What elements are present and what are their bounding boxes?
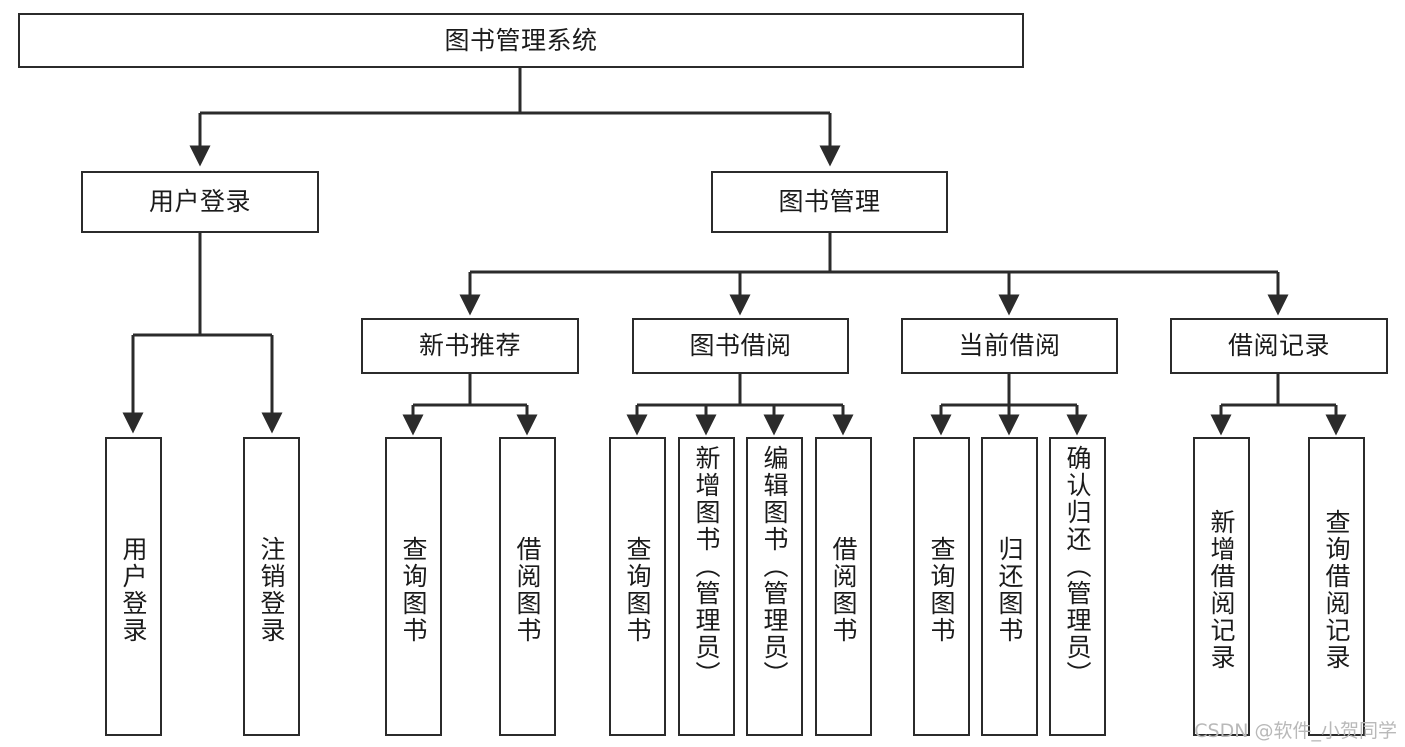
node-leaf-edit-book[interactable]: 编辑图书（管理员） — [746, 437, 803, 736]
node-leaf-query-book-2-label: 查询图书 — [623, 535, 652, 644]
node-leaf-user-login[interactable]: 用户登录 — [105, 437, 162, 736]
node-book-management-label: 图书管理 — [778, 187, 881, 217]
node-leaf-confirm-return-label: 确认归还（管理员） — [1063, 445, 1092, 688]
node-book-management[interactable]: 图书管理 — [711, 171, 948, 233]
node-leaf-query-book-3-label: 查询图书 — [927, 535, 956, 644]
node-new-book-recommend[interactable]: 新书推荐 — [361, 318, 579, 374]
node-leaf-query-book-2[interactable]: 查询图书 — [609, 437, 666, 736]
node-borrow-record-label: 借阅记录 — [1227, 331, 1330, 361]
node-new-book-recommend-label: 新书推荐 — [418, 331, 521, 361]
node-leaf-query-book-1-label: 查询图书 — [399, 535, 428, 644]
node-leaf-edit-book-label: 编辑图书（管理员） — [760, 445, 789, 688]
node-book-borrow-label: 图书借阅 — [689, 331, 792, 361]
node-leaf-user-login-label: 用户登录 — [119, 535, 148, 644]
node-leaf-add-record[interactable]: 新增借阅记录 — [1193, 437, 1250, 736]
node-leaf-borrow-book-1[interactable]: 借阅图书 — [499, 437, 556, 736]
node-leaf-query-book-1[interactable]: 查询图书 — [385, 437, 442, 736]
node-leaf-query-record-label: 查询借阅记录 — [1322, 508, 1351, 671]
node-leaf-add-book-label: 新增图书（管理员） — [692, 445, 721, 688]
node-leaf-return-book[interactable]: 归还图书 — [981, 437, 1038, 736]
node-leaf-logout-login-label: 注销登录 — [257, 535, 286, 644]
node-leaf-add-record-label: 新增借阅记录 — [1207, 508, 1236, 671]
node-borrow-record[interactable]: 借阅记录 — [1170, 318, 1388, 374]
node-leaf-add-book[interactable]: 新增图书（管理员） — [678, 437, 735, 736]
node-leaf-logout-login[interactable]: 注销登录 — [243, 437, 300, 736]
node-book-borrow[interactable]: 图书借阅 — [632, 318, 849, 374]
node-leaf-query-record[interactable]: 查询借阅记录 — [1308, 437, 1365, 736]
node-leaf-borrow-book-2[interactable]: 借阅图书 — [815, 437, 872, 736]
node-leaf-confirm-return[interactable]: 确认归还（管理员） — [1049, 437, 1106, 736]
node-leaf-borrow-book-2-label: 借阅图书 — [829, 535, 858, 644]
node-root[interactable]: 图书管理系统 — [18, 13, 1024, 68]
node-user-login[interactable]: 用户登录 — [81, 171, 319, 233]
node-leaf-return-book-label: 归还图书 — [995, 535, 1024, 644]
node-root-label: 图书管理系统 — [444, 25, 598, 55]
node-user-login-label: 用户登录 — [148, 187, 251, 217]
node-leaf-borrow-book-1-label: 借阅图书 — [513, 535, 542, 644]
node-current-borrow[interactable]: 当前借阅 — [901, 318, 1118, 374]
node-current-borrow-label: 当前借阅 — [958, 331, 1061, 361]
node-leaf-query-book-3[interactable]: 查询图书 — [913, 437, 970, 736]
